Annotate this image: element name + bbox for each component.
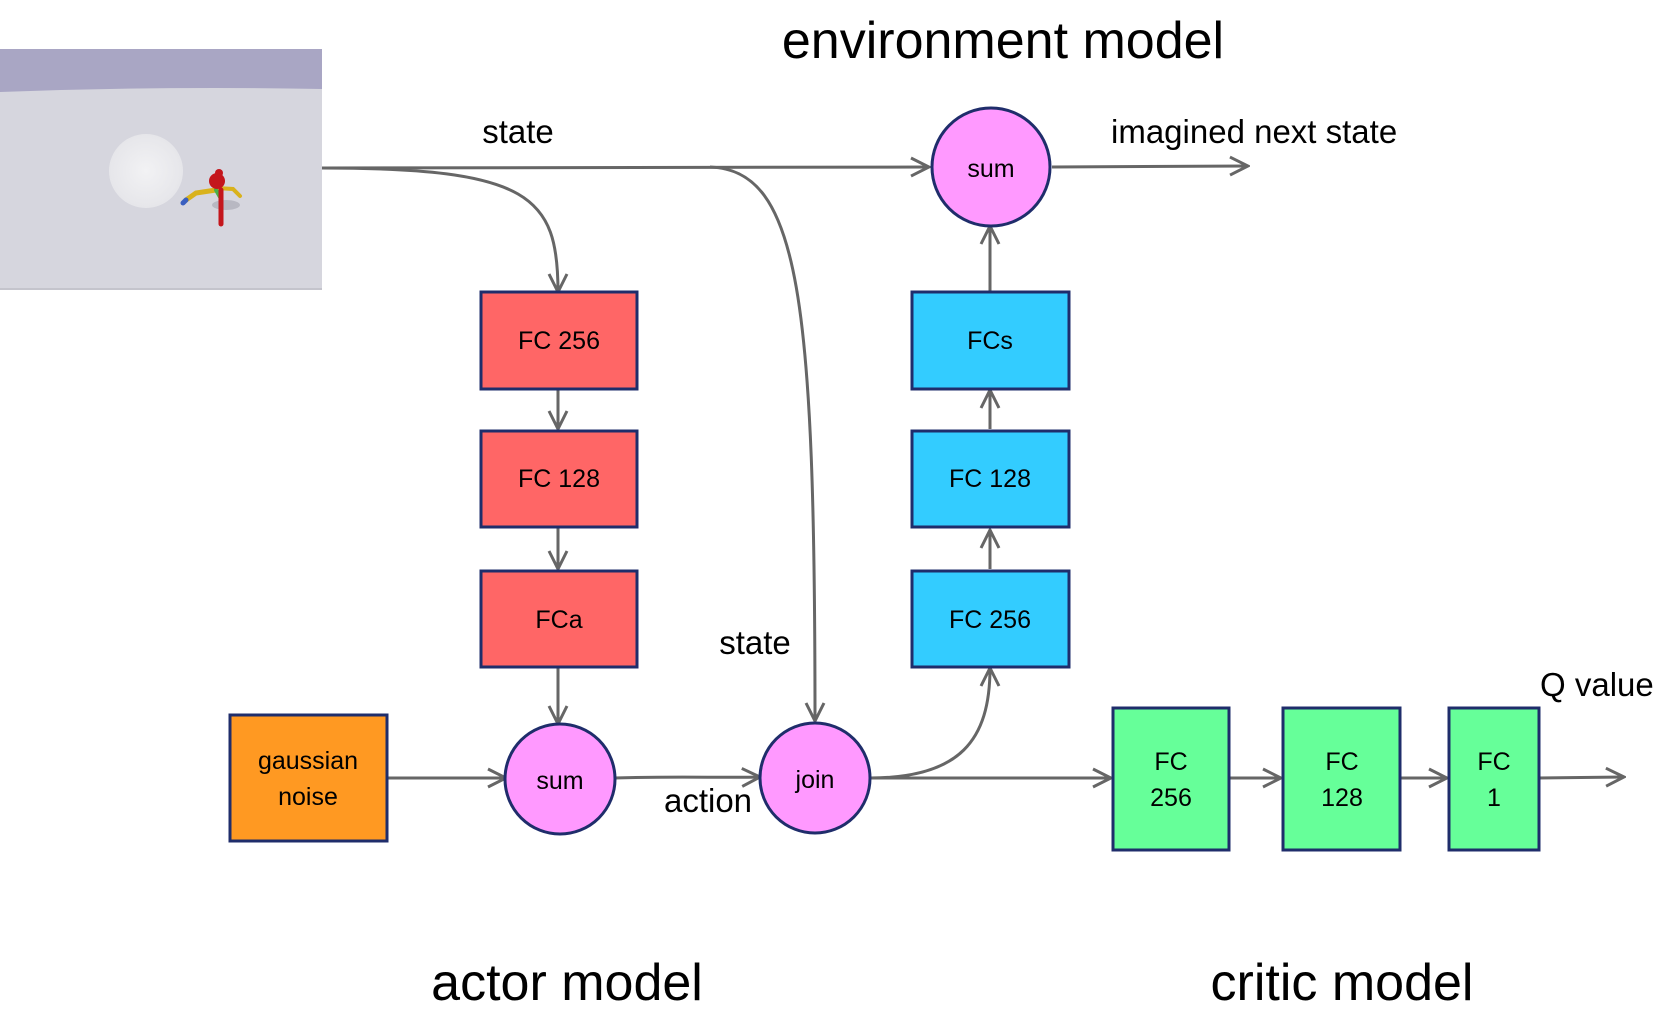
- actor-fc256-label: FC 256: [518, 327, 600, 355]
- actor-fc128-box: FC 128: [479, 429, 639, 529]
- env-fc256-box: FC 256: [910, 569, 1071, 669]
- critic-fc256-label-line2: 256: [1150, 784, 1192, 812]
- actor-model-title: actor model: [431, 954, 703, 1012]
- actor-sum-label: sum: [536, 767, 583, 795]
- critic-fc1-label-line2: 1: [1487, 784, 1501, 812]
- env-fcs-label: FCs: [967, 327, 1013, 355]
- env-sum-label: sum: [967, 155, 1014, 183]
- actor-fc256-box: FC 256: [479, 290, 639, 391]
- critic-fc256-box: FC 256: [1111, 706, 1231, 852]
- critic-fc128-label-line2: 128: [1321, 784, 1363, 812]
- state-to-env-sum-arrow: [321, 167, 929, 168]
- actor-fc128-label: FC 128: [518, 465, 600, 493]
- actor-fca-box: FCa: [479, 569, 639, 669]
- critic-fc128-label-line1: FC: [1325, 748, 1358, 776]
- state-label-top: state: [482, 113, 554, 150]
- env-fcs-box: FCs: [910, 290, 1071, 391]
- critic-model-title: critic model: [1211, 954, 1474, 1012]
- connections: [321, 165, 1624, 780]
- critic-fc128-box: FC 128: [1281, 706, 1402, 852]
- critic-fc256-label-line1: FC: [1154, 748, 1187, 776]
- action-to-join-arrow: [613, 777, 760, 778]
- gaussian-noise-label-line1: gaussian: [258, 747, 358, 775]
- ant-robot-icon: [180, 169, 242, 227]
- critic-fc1-label-line1: FC: [1477, 748, 1510, 776]
- env-fc256-label: FC 256: [949, 606, 1031, 634]
- actor-sum-node: sum: [503, 722, 617, 836]
- state-label-mid: state: [719, 624, 791, 661]
- critic-fc1-box: FC 1: [1447, 706, 1541, 852]
- join-label: join: [795, 766, 835, 794]
- join-to-env-fc256-arrow: [869, 668, 990, 780]
- action-label: action: [664, 782, 752, 819]
- imagined-next-state-label: imagined next state: [1111, 113, 1397, 150]
- state-to-join-arrow: [709, 165, 815, 721]
- imagined-next-state-arrow: [1051, 166, 1248, 167]
- actor-fca-label: FCa: [535, 606, 582, 634]
- env-fc128-label: FC 128: [949, 465, 1031, 493]
- environment-render-image: [0, 49, 322, 290]
- target-ball: [109, 134, 183, 208]
- join-node: join: [758, 721, 872, 835]
- q-value-label: Q value: [1540, 666, 1654, 703]
- env-fc128-box: FC 128: [910, 429, 1071, 529]
- env-sum-node: sum: [930, 106, 1052, 228]
- q-value-arrow: [1537, 777, 1624, 778]
- gaussian-noise-label-line2: noise: [278, 783, 338, 811]
- environment-model-title: environment model: [782, 12, 1224, 70]
- sky: [0, 49, 322, 92]
- gaussian-noise-box: gaussian noise: [228, 713, 389, 843]
- state-to-actor-fc256-arrow: [321, 166, 558, 292]
